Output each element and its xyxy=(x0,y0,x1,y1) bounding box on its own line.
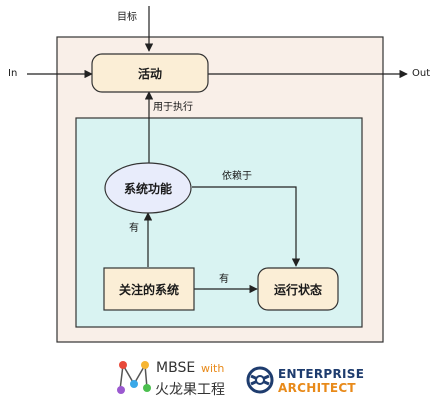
system-function-node: 系统功能 xyxy=(123,181,172,196)
has-state-label: 有 xyxy=(219,274,229,285)
operating-state-node-shape xyxy=(257,267,339,311)
enterprise-architect-logo-icon xyxy=(246,366,274,394)
in-label: In xyxy=(8,68,18,79)
operating-state-node: 运行状态 xyxy=(273,282,322,297)
ea-logo-line1: ENTERPRISE xyxy=(278,367,365,381)
mbse-logo-brand: MBSE xyxy=(156,360,196,376)
activity-node-shape xyxy=(91,53,209,93)
has-function-label: 有 xyxy=(129,223,139,234)
out-label: Out xyxy=(412,68,431,79)
mbse-logo-with: with xyxy=(201,362,225,375)
system-of-interest-node-shape xyxy=(103,267,195,311)
depends-on-label: 依赖于 xyxy=(222,171,252,182)
mbse-logo-cn: 火龙果工程 xyxy=(155,382,225,398)
ea-logo-line2: ARCHITECT xyxy=(278,381,356,395)
mbse-logo-icon xyxy=(117,361,151,394)
system-of-interest-node: 关注的系统 xyxy=(118,282,179,297)
depends-on-arrow xyxy=(192,186,301,267)
system-function-node-shape xyxy=(104,162,192,214)
used-to-execute-label: 用于执行 xyxy=(153,102,193,113)
activity-node: 活动 xyxy=(137,66,162,81)
goal-label: 目标 xyxy=(117,12,137,23)
